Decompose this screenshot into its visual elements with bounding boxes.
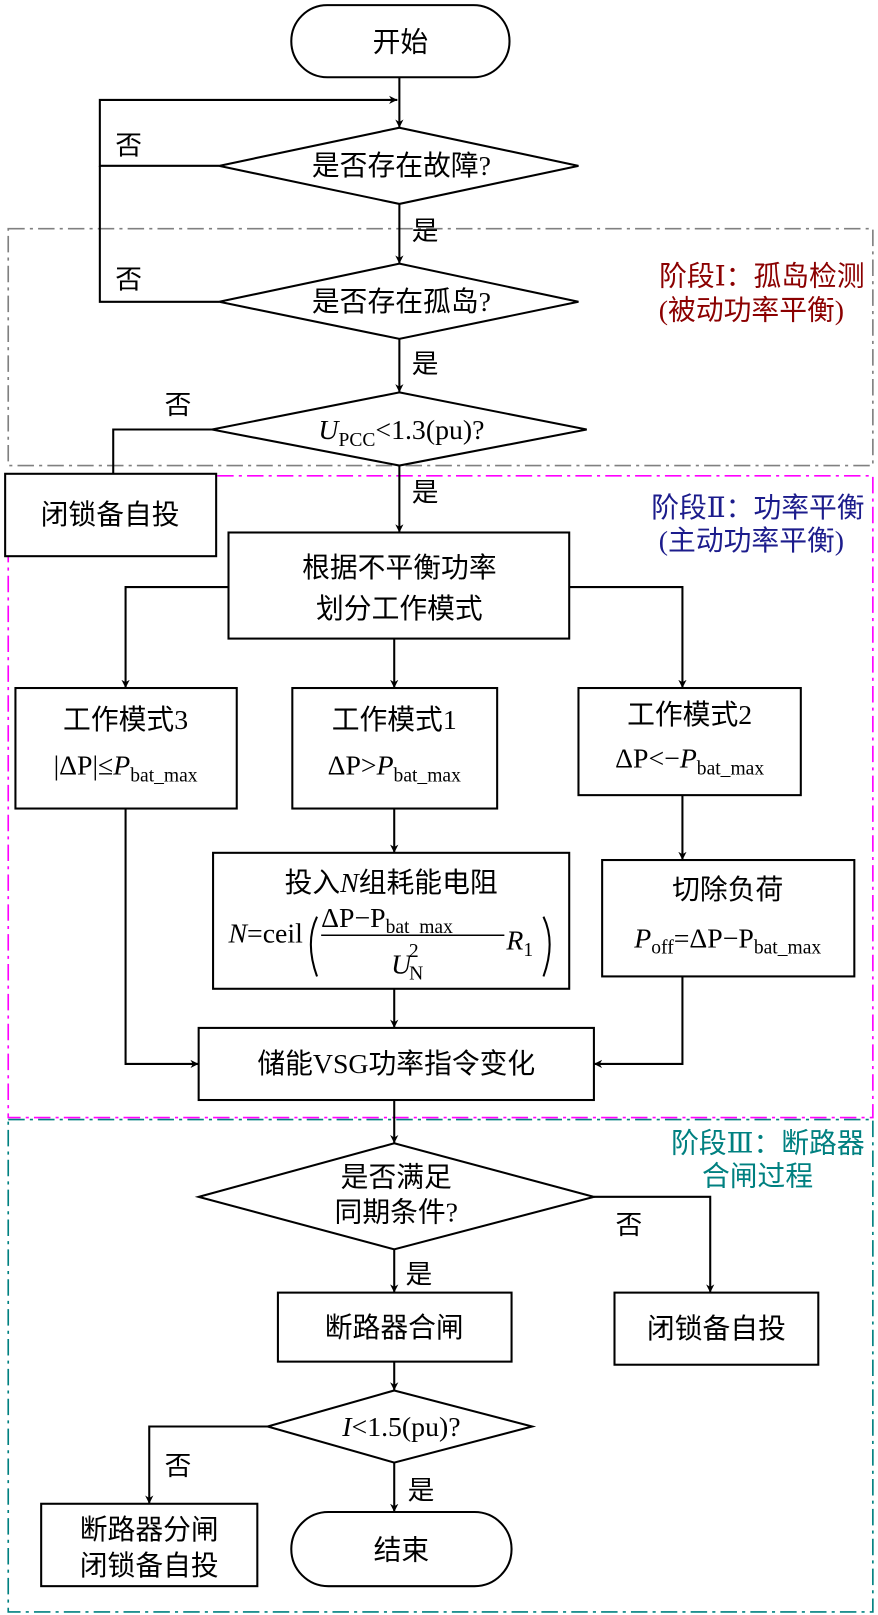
stage3-subtitle: 合闸过程 (702, 1161, 813, 1192)
breaker-trip-line2: 闭锁备自投 (80, 1551, 219, 1582)
mode1-box (291, 686, 499, 810)
shed-load-formula: Poff=ΔP−Pbat_max (633, 924, 821, 959)
yes-label-upcc: 是 (412, 478, 439, 508)
start-text: 开始 (373, 27, 429, 58)
mode3-title: 工作模式3 (63, 705, 188, 736)
end-terminal (290, 1510, 513, 1588)
stage2-subtitle: (主动功率平衡) (659, 526, 844, 557)
fault-decision-text: 是否存在故障? (312, 151, 491, 182)
no-label-fault: 否 (115, 130, 142, 160)
breaker-trip-box (40, 1502, 259, 1588)
stage2-title: 阶段Ⅱ：功率平衡 (651, 493, 864, 524)
block-auto-switch-text-2: 闭锁备自投 (647, 1314, 786, 1345)
formula-r1: R1 (505, 926, 533, 961)
breaker-close-box (276, 1291, 513, 1363)
sync-decision (194, 1142, 598, 1251)
no-label-sync: 否 (616, 1210, 643, 1240)
partition-line2: 划分工作模式 (316, 594, 483, 625)
mode2-title: 工作模式2 (627, 700, 752, 731)
shed-load-box (601, 858, 856, 978)
breaker-trip-line1: 断路器分闸 (80, 1515, 219, 1546)
partition-line1: 根据不平衡功率 (302, 553, 497, 584)
mode2-condition: ΔP<−Pbat_max (615, 743, 764, 779)
formula-numerator: ΔP−Pbat_max (321, 903, 453, 938)
fault-decision (219, 126, 579, 205)
block-auto-switch-text-1: 闭锁备自投 (41, 500, 180, 531)
breaker-close-text: 断路器合闸 (325, 1313, 464, 1344)
current-decision-text: I<1.5(pu)? (341, 1412, 460, 1443)
shed-load-title: 切除负荷 (672, 875, 783, 906)
yes-label-current: 是 (408, 1476, 435, 1506)
sync-line1: 是否满足 (341, 1163, 452, 1194)
end-text: 结束 (374, 1535, 430, 1566)
upcc-decision-text: UPCC<1.3(pu)? (318, 415, 484, 451)
mode1-title: 工作模式1 (332, 705, 457, 736)
yes-label-sync: 是 (406, 1259, 433, 1289)
svg-text:N=ceil: N=ceil (228, 918, 304, 949)
connectors (98, 77, 715, 1513)
stage2-region (7, 475, 874, 1119)
upcc-decision (211, 391, 587, 467)
mode1-condition: ΔP>Pbat_max (328, 751, 461, 787)
mode3-condition: |ΔP|≤Pbat_max (54, 751, 198, 787)
mode3-box (14, 686, 238, 810)
block-auto-switch-box-1 (4, 472, 218, 558)
block-auto-switch-box-2 (613, 1291, 820, 1366)
stage1-subtitle: (被动功率平衡) (659, 295, 844, 326)
sync-line2: 同期条件? (335, 1198, 458, 1229)
island-decision-text: 是否存在孤岛? (312, 287, 491, 318)
no-label-current: 否 (165, 1451, 192, 1481)
resistor-box (212, 851, 571, 990)
stage3-region (7, 1118, 874, 1613)
stage1-title: 阶段Ⅰ：孤岛检测 (659, 261, 864, 292)
yes-label-fault: 是 (412, 216, 439, 246)
no-label-upcc: 否 (165, 390, 192, 420)
vsg-text: 储能VSG功率指令变化 (257, 1049, 535, 1080)
mode2-box (577, 686, 802, 797)
island-decision (219, 262, 579, 340)
yes-label-island: 是 (412, 349, 439, 379)
stage1-region (7, 227, 874, 467)
resistor-formula: N=ceil ΔP−Pbat_max UN2 R1 (228, 903, 551, 985)
formula-denominator: UN2 (391, 941, 423, 985)
stage3-title: 阶段Ⅲ：断路器 (671, 1129, 865, 1160)
partition-box (227, 531, 571, 640)
start-terminal (290, 4, 511, 79)
current-decision (263, 1389, 537, 1464)
no-label-island: 否 (115, 264, 142, 294)
vsg-box (197, 1026, 595, 1102)
resistor-title: 投入N组耗能电阻 (285, 868, 498, 899)
